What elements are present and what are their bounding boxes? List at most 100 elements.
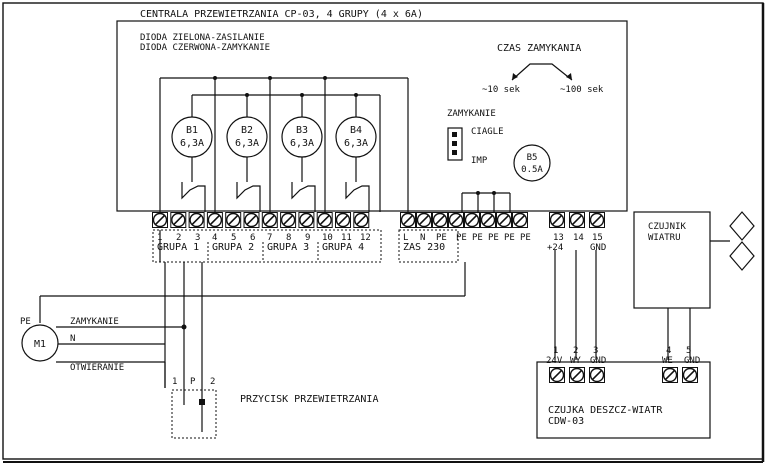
cdw-num: 4 [666, 346, 671, 356]
cdw-num: 5 [686, 346, 691, 356]
terminal-housing [549, 212, 565, 228]
terminal-num: PE [456, 233, 467, 243]
terminal-housing [496, 212, 512, 228]
terminal-num: 15 [592, 233, 603, 243]
screw-slot [514, 214, 526, 226]
terminal-screw [299, 212, 314, 228]
terminal-num: 10 [322, 233, 333, 243]
wind-sensor-line1: CZUJNIK [648, 222, 687, 232]
mode-impulse: IMP [471, 156, 488, 166]
fuse-name: B2 [241, 125, 253, 136]
terminal-num: L [403, 233, 408, 243]
cdw-num: 2 [573, 346, 578, 356]
motor-n-label: N [70, 334, 75, 344]
propeller-icon [729, 241, 755, 271]
group-2-label: GRUPA 2 [212, 242, 254, 253]
button-t2: 2 [210, 377, 215, 387]
terminal-num: PE [436, 233, 447, 243]
terminal-screw [335, 212, 351, 228]
screw-slot [466, 214, 478, 226]
screw-slot [591, 214, 603, 226]
screw-slot [551, 369, 563, 381]
terminal-housing [589, 212, 605, 228]
arrow-left-icon [512, 73, 518, 80]
terminal-screw [354, 212, 369, 228]
screw-slot [450, 214, 462, 226]
screw-slot [591, 369, 603, 381]
screw-slot [482, 214, 494, 226]
fuse-name: B3 [296, 125, 308, 136]
screw-slot [418, 214, 430, 226]
terminal-screw [549, 212, 565, 228]
screw-slot [282, 214, 294, 226]
fuse-rating: 6,3A [235, 138, 259, 149]
button-tp: P [190, 377, 196, 387]
terminal-housing [152, 212, 168, 228]
terminal-screw [549, 367, 565, 383]
jumper-pin [452, 132, 457, 137]
cdw-label-we: WE [662, 356, 673, 366]
terminal-housing [432, 212, 448, 228]
terminal-screw [589, 212, 605, 228]
terminal-num: PE [488, 233, 499, 243]
terminal-num: 7 [267, 233, 272, 243]
internal-wiring [159, 76, 409, 212]
button-t1: 1 [172, 377, 177, 387]
terminal-housing [512, 212, 528, 228]
led-red-label: DIODA CZERWONA-ZAMYKANIE [140, 43, 270, 53]
group-terminal-strip [152, 212, 370, 228]
cdw-title: CZUJKA DESZCZ-WIATR [548, 405, 663, 416]
screw-slot [209, 214, 221, 226]
cdw-label-24v: 24V [546, 356, 563, 366]
power-terminal-strip [400, 212, 528, 228]
fuse-b5 [513, 144, 551, 182]
terminal-housing [353, 212, 370, 228]
terminal-housing [316, 212, 333, 228]
fuse-name: B1 [186, 125, 198, 136]
terminal-housing [416, 212, 432, 228]
fuse-b1: B1 6,3A [171, 116, 213, 158]
terminal-screw [262, 212, 277, 228]
terminal-housing [589, 367, 605, 383]
power-label: ZAS 230 [403, 242, 445, 253]
terminal-housing [464, 212, 480, 228]
fuse-rating: 6,3A [344, 138, 368, 149]
airing-button-frame [171, 389, 217, 439]
cdw-label-gnd2: GND [684, 356, 700, 366]
cdw-model: CDW-03 [548, 416, 584, 427]
screw-slot [319, 214, 330, 226]
terminal-screw [189, 212, 204, 228]
terminal-screw [448, 212, 464, 228]
terminal-num: PE [520, 233, 531, 243]
terminal-housing [188, 212, 205, 228]
terminal-housing [206, 212, 223, 228]
low-voltage-terminal-strip [549, 212, 605, 228]
terminal-num: 2 [176, 233, 181, 243]
cdw-label-wy: WY [570, 356, 581, 366]
screw-slot [356, 214, 367, 226]
terminal-num: 3 [195, 233, 200, 243]
terminal-housing [569, 367, 585, 383]
terminal-screw [152, 212, 168, 228]
terminal-num: 4 [212, 233, 217, 243]
terminal-num: 5 [231, 233, 236, 243]
terminal-num: PE [472, 233, 483, 243]
terminal-screw [496, 212, 512, 228]
group-3-label: GRUPA 3 [267, 242, 309, 253]
terminal-num: 8 [286, 233, 291, 243]
motor-open-label: OTWIERANIE [70, 363, 124, 373]
fuse-b5-name: B5 [527, 153, 538, 163]
terminal-housing [448, 212, 464, 228]
group-terminals-frame [152, 229, 382, 263]
terminal-num: 6 [250, 233, 255, 243]
wind-sensor-line2: WIATRU [648, 233, 681, 243]
terminal-num: 11 [341, 233, 352, 243]
closing-time-arc [511, 63, 573, 81]
terminal-screw [569, 367, 585, 383]
screw-slot [154, 214, 166, 226]
closing-time-min: ~10 sek [482, 85, 521, 95]
cdw-num: 1 [553, 346, 558, 356]
cdw-terminal-strip [549, 367, 698, 383]
terminal-housing [549, 367, 565, 383]
